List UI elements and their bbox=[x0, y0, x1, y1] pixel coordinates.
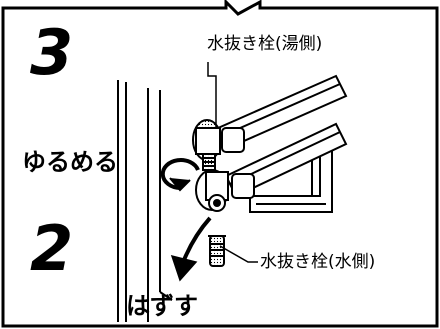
water-side-drain-plug bbox=[195, 169, 255, 212]
down-left-arrow-icon bbox=[170, 216, 212, 282]
cabinet-wall bbox=[117, 80, 173, 322]
hot-side-drain-plug-label: 水抜き栓(湯側) bbox=[205, 34, 325, 54]
remove-label: はずす bbox=[126, 292, 198, 320]
step-number-3: 3 bbox=[30, 16, 74, 89]
removed-plug bbox=[208, 235, 226, 267]
hot-side-drain-plug bbox=[192, 119, 245, 171]
water-side-drain-plug-label: 水抜き栓(水側) bbox=[258, 252, 378, 272]
curved-arrow-counterclockwise-icon bbox=[160, 158, 200, 192]
loosen-label: ゆるめる bbox=[22, 148, 118, 176]
step-number-2: 2 bbox=[30, 212, 74, 285]
